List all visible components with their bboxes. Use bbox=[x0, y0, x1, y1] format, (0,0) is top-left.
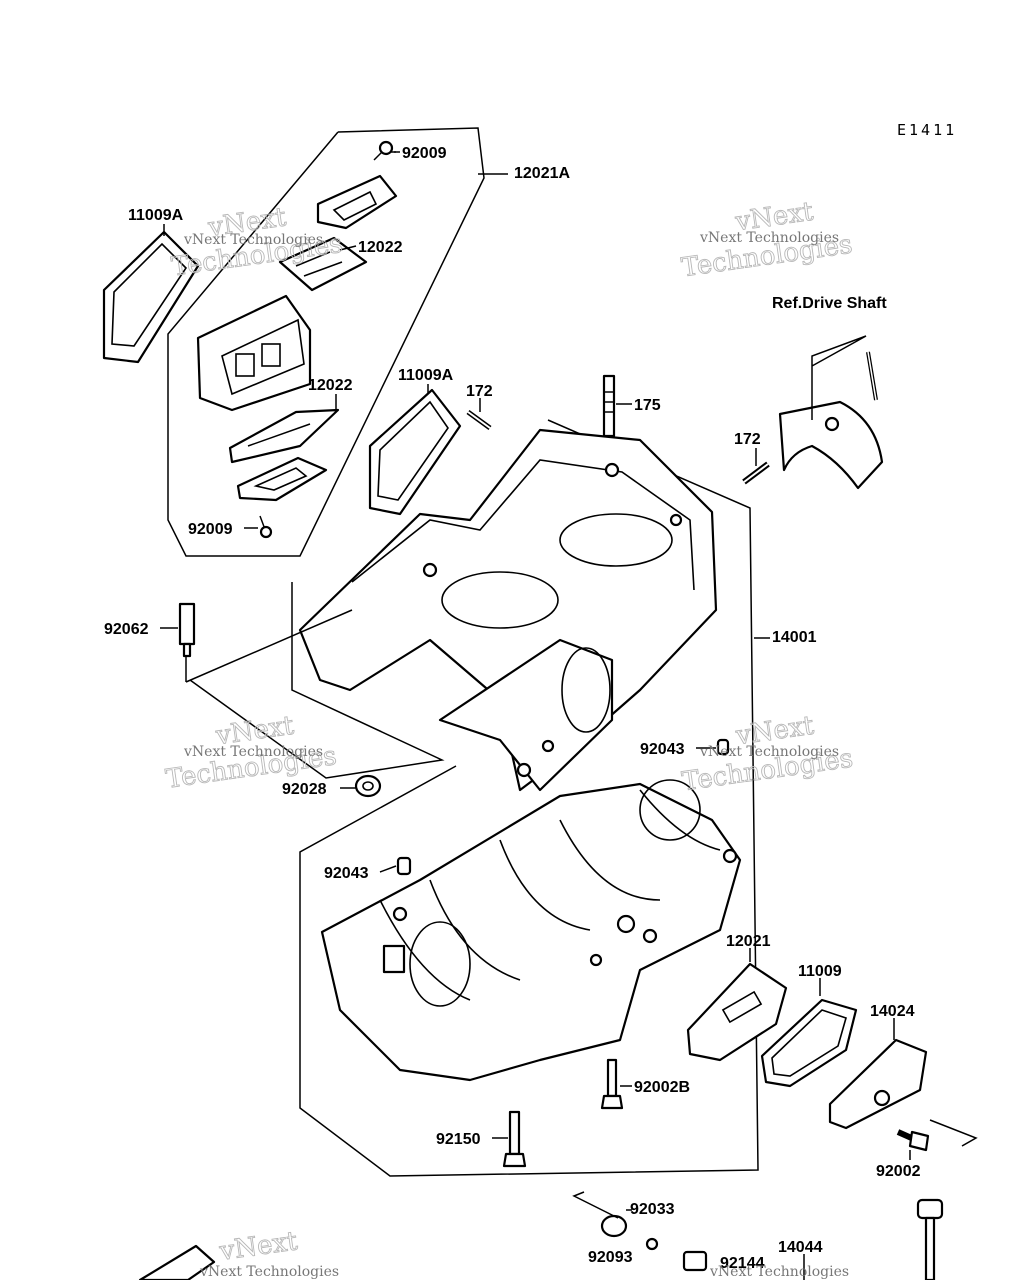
label-14024: 14024 bbox=[870, 1003, 915, 1020]
label-12021: 12021 bbox=[726, 933, 771, 950]
reed-stopper-bottom bbox=[236, 456, 328, 502]
label-ref-drive-shaft: Ref.Drive Shaft bbox=[772, 295, 887, 312]
reed-valve-group-outline bbox=[167, 127, 508, 557]
label-172-b: 172 bbox=[734, 431, 761, 448]
bolt-92009-bottom bbox=[259, 515, 273, 539]
label-172-a: 172 bbox=[466, 383, 493, 400]
oring-92033 bbox=[645, 1237, 659, 1251]
watermark-small-mid-right: vNext Technologies bbox=[699, 744, 839, 760]
direction-arrow-right bbox=[929, 1119, 978, 1147]
label-92002: 92002 bbox=[876, 1163, 921, 1180]
stud-172-a bbox=[466, 409, 492, 431]
watermark-small-bottom-right: vNext Technologies bbox=[709, 1264, 849, 1280]
dipstick bbox=[916, 1198, 944, 1280]
dowel-92043-left bbox=[396, 856, 412, 876]
watermark-small-bottom-left: vNext Technologies bbox=[199, 1264, 339, 1280]
watermark-bottom-left: vNext bbox=[217, 1226, 301, 1268]
bolt-92002 bbox=[896, 1129, 930, 1152]
bolt-92062 bbox=[178, 602, 353, 683]
label-14044: 14044 bbox=[778, 1239, 823, 1256]
label-92150: 92150 bbox=[436, 1131, 481, 1148]
watermark-small-top-right: vNext Technologies bbox=[699, 230, 839, 246]
watermark-small-mid-left: vNext Technologies bbox=[183, 744, 323, 760]
grommet-92093 bbox=[600, 1214, 628, 1238]
gasket-11009A-mid bbox=[368, 388, 462, 516]
gasket-11009 bbox=[760, 998, 858, 1088]
fitting-92144 bbox=[682, 1250, 708, 1272]
crankcase-bracket-14001 bbox=[299, 419, 759, 1177]
label-92033: 92033 bbox=[630, 1201, 675, 1218]
cover-14024 bbox=[828, 1038, 928, 1130]
label-92009-bottom: 92009 bbox=[188, 521, 233, 538]
label-92093: 92093 bbox=[588, 1249, 633, 1266]
label-92028: 92028 bbox=[282, 781, 327, 798]
label-12022-mid: 12022 bbox=[308, 377, 353, 394]
stud-175 bbox=[602, 374, 616, 438]
bolt-92009-top bbox=[373, 140, 396, 161]
reed-valve-12021 bbox=[686, 962, 788, 1062]
reed-valve-block bbox=[196, 294, 312, 412]
bolt-92150 bbox=[502, 1110, 527, 1168]
svg-text:vNext: vNext bbox=[217, 1226, 300, 1267]
drive-shaft-cover bbox=[778, 335, 884, 490]
label-plate-bottom-left bbox=[138, 1244, 216, 1280]
label-12021A: 12021A bbox=[514, 165, 570, 182]
label-92062: 92062 bbox=[104, 621, 149, 638]
upper-crankcase bbox=[298, 428, 718, 792]
label-92002B: 92002B bbox=[634, 1079, 690, 1096]
direction-arrow-left bbox=[572, 1191, 619, 1219]
label-92144: 92144 bbox=[720, 1255, 765, 1272]
label-12022-top: 12022 bbox=[358, 239, 403, 256]
gasket-11009A-left bbox=[102, 230, 200, 364]
reed-petal-12022-top bbox=[278, 236, 368, 292]
label-11009A-mid: 11009A bbox=[398, 367, 454, 384]
label-175: 175 bbox=[634, 397, 661, 414]
lower-crankcase bbox=[320, 779, 742, 1082]
leader-lines bbox=[160, 151, 911, 1280]
label-14001: 14001 bbox=[772, 629, 817, 646]
label-92009-top: 92009 bbox=[402, 145, 447, 162]
reed-stopper-top bbox=[316, 174, 398, 230]
label-11009: 11009 bbox=[798, 963, 842, 980]
dowel-92043-right bbox=[716, 738, 730, 756]
label-92043-left: 92043 bbox=[324, 865, 369, 882]
bolt-92002B bbox=[600, 1058, 624, 1110]
stud-172-b bbox=[742, 461, 770, 485]
reed-petal-12022-mid bbox=[228, 408, 340, 464]
label-11009A-left: 11009A bbox=[128, 207, 184, 224]
upper-crankcase-outline bbox=[189, 582, 445, 779]
diagram-code: E1411 bbox=[897, 121, 957, 139]
watermark-small-top-left: vNext Technologies bbox=[183, 232, 323, 248]
label-92043-right: 92043 bbox=[640, 741, 685, 758]
bushing-92028 bbox=[354, 774, 382, 798]
